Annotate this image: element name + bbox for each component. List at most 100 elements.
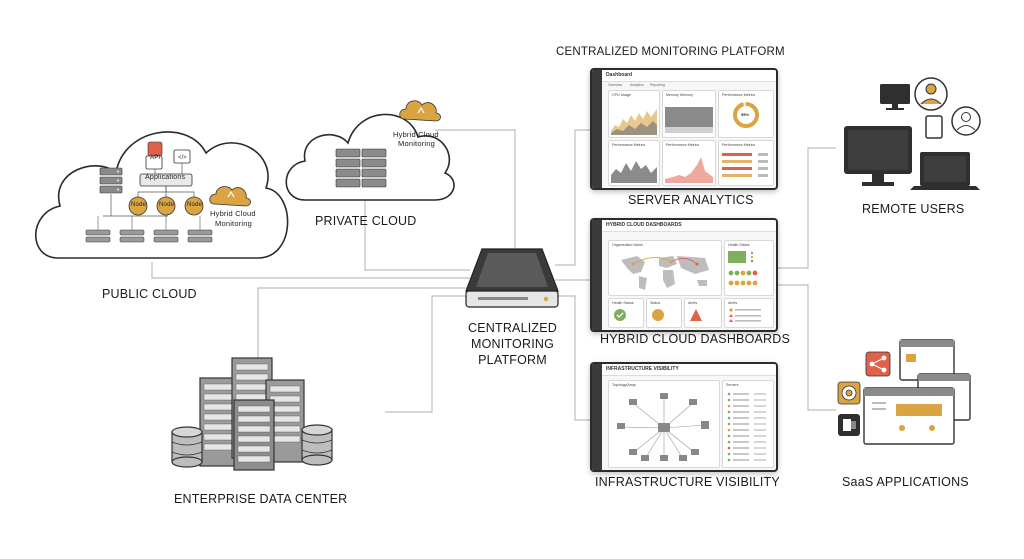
tablet-icon — [925, 115, 943, 139]
cloud-shape — [35, 131, 289, 259]
applications-label: Applications — [145, 174, 186, 181]
svg-text:</>: </> — [178, 155, 187, 161]
health-status-grid — [728, 251, 758, 286]
sidebar — [592, 364, 602, 470]
panel-title: Organization Name — [612, 243, 643, 247]
hybrid-dashboard-screen: HYBRID CLOUD DASHBOARDS Organization Nam… — [590, 218, 778, 332]
memory-chart — [665, 107, 713, 133]
status-circle-icon — [652, 309, 664, 321]
node-1 — [128, 196, 148, 216]
panel-servers: Servers — [722, 380, 774, 468]
hub-label-line1: CENTRALIZED — [468, 321, 558, 335]
node-label-1: Node — [131, 202, 147, 208]
laptop-icon — [910, 152, 980, 190]
browser-app-icon — [837, 381, 861, 405]
line-datacenter-b — [385, 295, 480, 413]
panel-title: Memory Memory — [666, 93, 693, 97]
office-app-icon — [838, 414, 860, 436]
screen-title: INFRASTRUCTURE VISIBILITY — [606, 366, 679, 372]
hub-device-icon — [465, 248, 559, 308]
screen-title: HYBRID CLOUD DASHBOARDS — [606, 222, 682, 228]
area-chart — [665, 157, 713, 183]
panel-health: Health Status — [724, 240, 774, 296]
server-row — [85, 229, 213, 243]
top-bar — [602, 364, 776, 376]
top-bar — [602, 70, 776, 82]
area-chart — [611, 109, 657, 135]
panel-title: Performance Metrics — [722, 93, 756, 97]
panel-performance-2: Performance Metrics — [662, 140, 716, 186]
panel-title: Alerts — [728, 301, 738, 305]
sidebar — [592, 220, 602, 330]
panel-map: Organization Name — [608, 240, 722, 296]
panel-title: Topology/Array — [612, 383, 636, 387]
saas-apps-label: SaaS APPLICATIONS — [842, 475, 969, 489]
infra-visibility-label: INFRASTRUCTURE VISIBILITY — [595, 475, 780, 489]
private-cloud — [285, 100, 455, 201]
alert-list — [729, 308, 761, 322]
area-chart — [611, 161, 657, 183]
panel-cpu: CPU Usage — [608, 90, 660, 138]
private-monitor-line2: Monitoring — [398, 139, 436, 148]
panel-title: Alerts — [688, 301, 698, 305]
public-cloud-label: PUBLIC CLOUD — [102, 287, 197, 301]
desktop-monitor-icon — [844, 126, 912, 186]
public-cloud: </> — [35, 131, 289, 259]
panel-status: Status — [646, 298, 682, 328]
small-monitor-icon — [880, 84, 910, 110]
line-hub-server — [555, 129, 590, 266]
gauge-chart — [733, 102, 759, 128]
private-monitor-line1: Hybrid Cloud — [393, 130, 439, 139]
panel-performance-1: Performance Metrics — [608, 140, 660, 186]
panel-alerts-list: Alerts — [724, 298, 774, 328]
public-monitor-line1: Hybrid Cloud — [210, 209, 256, 218]
hub-label-line2: MONITORING — [471, 337, 555, 351]
screen-title: Dashboard — [606, 72, 633, 78]
line-private-cloud — [364, 190, 470, 271]
share-app-icon — [865, 351, 891, 377]
gauge-value: 95% — [741, 112, 750, 117]
infra-visibility-screen: INFRASTRUCTURE VISIBILITY Topology/Array… — [590, 362, 778, 472]
node-label-3: Node — [187, 202, 203, 208]
tab-overview[interactable]: Overview — [608, 83, 623, 87]
panel-performance-gauge: Performance Metrics 95% — [718, 90, 774, 138]
topology-graph — [617, 393, 709, 461]
line-remote-users — [776, 147, 836, 269]
line-public-cloud — [151, 262, 470, 279]
server-status-list — [727, 392, 766, 462]
user-avatar-icon — [914, 77, 948, 111]
hybrid-dashboards-label: HYBRID CLOUD DASHBOARDS — [600, 332, 791, 346]
panel-title: Performance Metrics — [612, 143, 646, 147]
tab-analytics[interactable]: Analytics — [630, 83, 644, 87]
panel-memory: Memory Memory — [662, 90, 716, 138]
sidebar — [592, 70, 602, 188]
panel-title: Servers — [726, 383, 739, 387]
server-icon — [335, 148, 387, 188]
server-rack-icon — [233, 399, 275, 471]
line-saas — [776, 284, 836, 411]
database-icon — [301, 424, 333, 466]
panel-topology: Topology/Array — [608, 380, 720, 468]
tab-reporting[interactable]: Reporting — [650, 83, 665, 87]
world-map — [621, 256, 709, 290]
app-window-icon — [863, 387, 955, 445]
panel-title: Health Status — [728, 243, 750, 247]
db-icon — [147, 141, 163, 157]
api-label: API — [150, 155, 161, 161]
panel-title: Status — [650, 301, 661, 305]
private-cloud-label: PRIVATE CLOUD — [315, 214, 417, 228]
api-box — [145, 155, 163, 170]
top-heading: CENTRALIZED MONITORING PLATFORM — [556, 46, 785, 58]
database-icon — [171, 426, 203, 468]
enterprise-dc-label: ENTERPRISE DATA CENTER — [174, 492, 348, 506]
hybrid-monitor-cloud-icon — [209, 186, 251, 207]
warning-icon — [690, 309, 702, 321]
panel-title: Health Status — [612, 301, 634, 305]
remote-users-devices — [844, 77, 981, 190]
top-bar — [602, 220, 776, 232]
line-hub-infra — [555, 295, 590, 421]
node-label-2: Node — [159, 202, 175, 208]
hub-label-line3: PLATFORM — [478, 353, 547, 367]
panel-alerts: Alerts — [684, 298, 722, 328]
node-3 — [184, 196, 204, 216]
